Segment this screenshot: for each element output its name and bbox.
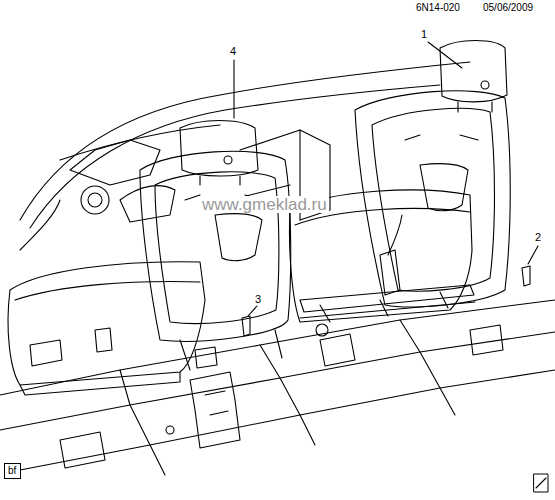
drawing-date: 05/06/2009 (483, 3, 533, 13)
callout-number: 2 (535, 232, 541, 243)
callout-number: 1 (421, 29, 427, 40)
drawing-code: bf (8, 466, 17, 476)
callout-number: 3 (255, 294, 261, 305)
drawing-number: 6N14-020 (416, 3, 460, 13)
callout-number: 4 (230, 46, 236, 57)
watermark: www.gmeklad.ru (200, 196, 329, 213)
drawing-code-box: bf (4, 463, 21, 479)
